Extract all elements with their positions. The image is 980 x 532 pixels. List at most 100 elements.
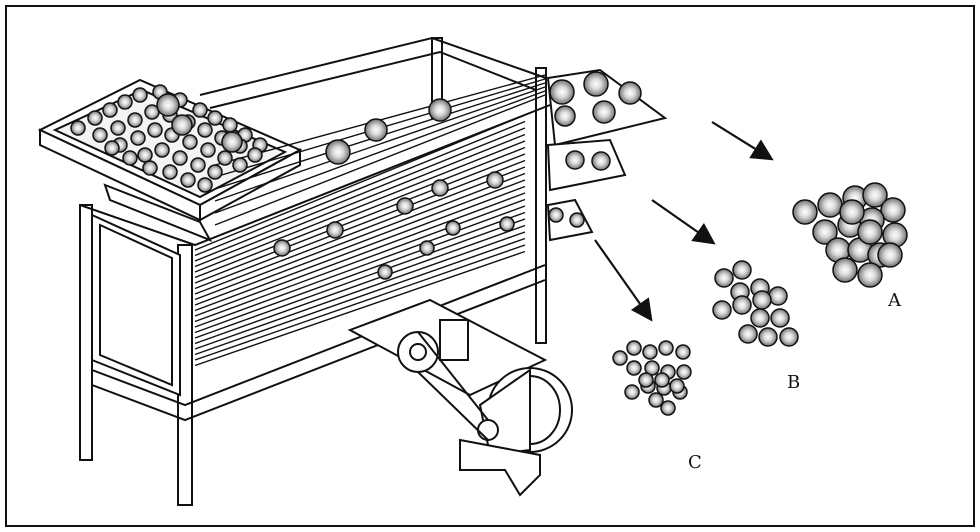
hopper-ball: [222, 117, 238, 133]
group-c-ball: [648, 392, 664, 408]
group-c-ball: [612, 350, 628, 366]
top-roller: [214, 90, 546, 214]
group-b-ball: [768, 286, 788, 306]
roller: [194, 146, 526, 279]
chute-ball: [583, 71, 609, 97]
hopper-ball: [154, 142, 170, 158]
hopper-ball: [132, 87, 148, 103]
roller: [194, 205, 526, 328]
hopper-ball: [117, 94, 133, 110]
group-a-ball: [862, 182, 888, 208]
roller: [194, 244, 526, 361]
roller: [194, 120, 526, 257]
roller: [194, 114, 526, 251]
group-a-ball: [839, 199, 865, 225]
arrow-to-a: [711, 121, 774, 161]
group-a-ball: [817, 192, 843, 218]
roller: [194, 153, 526, 284]
roller-ball: [325, 139, 351, 165]
hopper-ball: [70, 120, 86, 136]
group-b-ball: [752, 290, 772, 310]
chute-ball: [549, 79, 575, 105]
roller-ball: [445, 220, 461, 236]
group-c-ball: [676, 364, 692, 380]
roller: [194, 224, 526, 345]
hopper-ball: [182, 134, 198, 150]
hopper-ball: [122, 150, 138, 166]
roller: [194, 159, 526, 290]
group-c-ball: [675, 344, 691, 360]
group-c-ball: [658, 340, 674, 356]
group-label-a: A: [888, 290, 901, 311]
group-b-ball: [714, 268, 734, 288]
group-c-ball: [626, 360, 642, 376]
roller: [194, 237, 526, 356]
chute-ball: [591, 151, 611, 171]
group-c-ball: [669, 378, 685, 394]
roller-ball: [273, 239, 291, 257]
hopper-ball: [221, 131, 243, 153]
group-c-ball: [624, 384, 640, 400]
group-b-ball: [712, 300, 732, 320]
hopper-ball: [92, 127, 108, 143]
roller-ball: [428, 98, 452, 122]
roller-ball: [364, 118, 388, 142]
roller: [194, 140, 526, 273]
hopper-ball: [197, 122, 213, 138]
hopper-ball: [207, 110, 223, 126]
group-b-ball: [758, 327, 778, 347]
roller-ball: [431, 179, 449, 197]
roller-bed: [194, 74, 546, 367]
group-a-ball: [857, 219, 883, 245]
group-a-ball: [832, 257, 858, 283]
group-b-ball: [770, 308, 790, 328]
top-roller: [214, 94, 546, 226]
hopper-ball: [232, 157, 248, 173]
arrow-to-c: [594, 239, 653, 322]
fruit-balls: [70, 71, 908, 416]
hopper-ball: [137, 147, 153, 163]
hopper-ball: [104, 140, 120, 156]
sorting-arrows: [594, 121, 774, 322]
hopper-ball: [217, 150, 233, 166]
hopper-ball: [190, 157, 206, 173]
roller: [194, 198, 526, 323]
group-b-ball: [779, 327, 799, 347]
roller: [194, 172, 526, 301]
group-label-b: B: [787, 372, 801, 393]
roller: [194, 179, 526, 306]
hopper-ball: [180, 172, 196, 188]
hopper-ball: [171, 114, 193, 136]
group-b-ball: [732, 295, 752, 315]
arrow-to-b: [651, 199, 716, 245]
hopper-ball: [142, 160, 158, 176]
roller: [194, 166, 526, 295]
hopper-ball: [156, 93, 180, 117]
hopper-ball: [102, 102, 118, 118]
hopper-ball: [197, 177, 213, 193]
chute-ball: [565, 150, 585, 170]
hopper-ball: [162, 164, 178, 180]
group-a-ball: [812, 219, 838, 245]
hopper-ball: [247, 147, 263, 163]
group-a-ball: [877, 242, 903, 268]
hopper-ball: [172, 150, 188, 166]
chute-ball: [592, 100, 616, 124]
group-a-ball: [857, 262, 883, 288]
chute-ball: [569, 212, 585, 228]
hopper-ball: [130, 130, 146, 146]
roller-ball: [377, 264, 393, 280]
group-c-ball: [626, 340, 642, 356]
group-b-ball: [750, 308, 770, 328]
group-c-ball: [638, 372, 654, 388]
roller: [194, 192, 526, 317]
hopper-ball: [200, 142, 216, 158]
group-c-ball: [642, 344, 658, 360]
group-b-ball: [732, 260, 752, 280]
hopper-ball: [110, 120, 126, 136]
roller: [194, 231, 526, 350]
hopper-ball: [127, 112, 143, 128]
chute-ball: [548, 207, 564, 223]
